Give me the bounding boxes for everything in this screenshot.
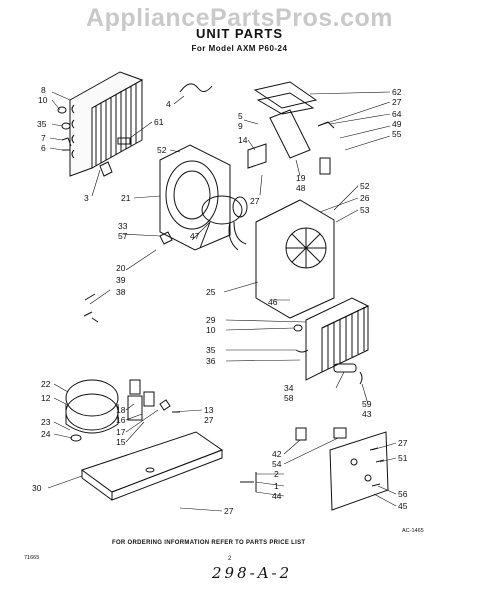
callout-39: 39 bbox=[116, 275, 126, 285]
callout-16: 16 bbox=[116, 415, 126, 425]
callout-43: 43 bbox=[362, 409, 372, 419]
ordering-info: FOR ORDERING INFORMATION REFER TO PARTS … bbox=[112, 540, 306, 546]
callout-1: 1 bbox=[274, 481, 279, 491]
callout-25: 25 bbox=[206, 287, 216, 297]
wire-part-4 bbox=[179, 83, 213, 93]
callout-35: 35 bbox=[37, 119, 47, 129]
callout-52: 52 bbox=[360, 181, 370, 191]
blower-housing bbox=[159, 144, 231, 251]
callout-2: 2 bbox=[274, 469, 279, 479]
callout-44: 44 bbox=[272, 491, 282, 501]
callout-21: 21 bbox=[121, 193, 131, 203]
callout-27: 27 bbox=[204, 415, 214, 425]
callout-35: 35 bbox=[206, 345, 216, 355]
fan-motor bbox=[199, 195, 248, 251]
callout-56: 56 bbox=[398, 489, 408, 499]
callout-58: 58 bbox=[284, 393, 294, 403]
callout-4: 4 bbox=[166, 99, 171, 109]
callout-27: 27 bbox=[250, 196, 260, 206]
callout-12: 12 bbox=[41, 393, 51, 403]
callout-13: 13 bbox=[204, 405, 214, 415]
callout-27: 27 bbox=[398, 438, 408, 448]
condenser-coil bbox=[69, 71, 144, 177]
callout-30: 30 bbox=[32, 483, 42, 493]
callout-33: 33 bbox=[118, 221, 128, 231]
callout-20: 20 bbox=[116, 263, 126, 273]
page-title: UNIT PARTS bbox=[195, 26, 284, 41]
callout-54: 54 bbox=[272, 459, 282, 469]
evaporator-coil bbox=[305, 297, 370, 381]
callout-46: 46 bbox=[268, 297, 278, 307]
callout-24: 24 bbox=[41, 429, 51, 439]
callout-23: 23 bbox=[41, 417, 51, 427]
callout-55: 55 bbox=[392, 129, 402, 139]
watermark: AppliancePartsPros.com bbox=[86, 4, 393, 32]
top-cover-panel bbox=[253, 81, 318, 115]
callout-6: 6 bbox=[41, 143, 46, 153]
control-panel bbox=[329, 431, 389, 511]
callout-5: 5 bbox=[238, 111, 243, 121]
callout-15: 15 bbox=[116, 437, 126, 447]
callout-22: 22 bbox=[41, 379, 51, 389]
page-number: 2 bbox=[228, 556, 232, 562]
callout-51: 51 bbox=[398, 453, 408, 463]
callout-49: 49 bbox=[392, 119, 402, 129]
base-pan bbox=[80, 431, 224, 501]
callout-45: 45 bbox=[398, 501, 408, 511]
callout-19: 19 bbox=[296, 173, 306, 183]
callout-34: 34 bbox=[284, 383, 294, 393]
callout-42: 42 bbox=[272, 449, 282, 459]
callout-64: 64 bbox=[392, 109, 402, 119]
callout-18: 18 bbox=[116, 405, 126, 415]
callout-10: 10 bbox=[38, 95, 48, 105]
callout-29: 29 bbox=[206, 315, 216, 325]
document-code: 71665 bbox=[24, 555, 40, 561]
screw-part-10 bbox=[57, 106, 67, 114]
evaporator-fan bbox=[255, 199, 335, 319]
callout-26: 26 bbox=[360, 193, 370, 203]
callout-27: 27 bbox=[392, 97, 402, 107]
callout-52: 52 bbox=[157, 145, 167, 155]
callout-61: 61 bbox=[154, 117, 164, 127]
callout-57: 57 bbox=[118, 231, 128, 241]
callout-17: 17 bbox=[116, 427, 126, 437]
callout-3: 3 bbox=[84, 193, 89, 203]
callout-7: 7 bbox=[41, 133, 46, 143]
callout-62: 62 bbox=[392, 87, 402, 97]
compressor bbox=[65, 379, 119, 442]
callout-59: 59 bbox=[362, 399, 372, 409]
control-bracket bbox=[269, 109, 311, 159]
callout-36: 36 bbox=[206, 356, 216, 366]
callout-53: 53 bbox=[360, 205, 370, 215]
callout-9: 9 bbox=[238, 121, 243, 131]
callout-48: 48 bbox=[296, 183, 306, 193]
callout-47: 47 bbox=[190, 231, 200, 241]
handwritten-note: 298-A-2 bbox=[212, 564, 293, 582]
model-subtitle: For Model AXM P60-24 bbox=[191, 44, 288, 53]
drawing-code: AC-1465 bbox=[402, 528, 424, 534]
callout-38: 38 bbox=[116, 287, 126, 297]
callout-27: 27 bbox=[224, 506, 234, 516]
callout-14: 14 bbox=[238, 135, 248, 145]
callout-10: 10 bbox=[206, 325, 216, 335]
callout-8: 8 bbox=[41, 85, 46, 95]
